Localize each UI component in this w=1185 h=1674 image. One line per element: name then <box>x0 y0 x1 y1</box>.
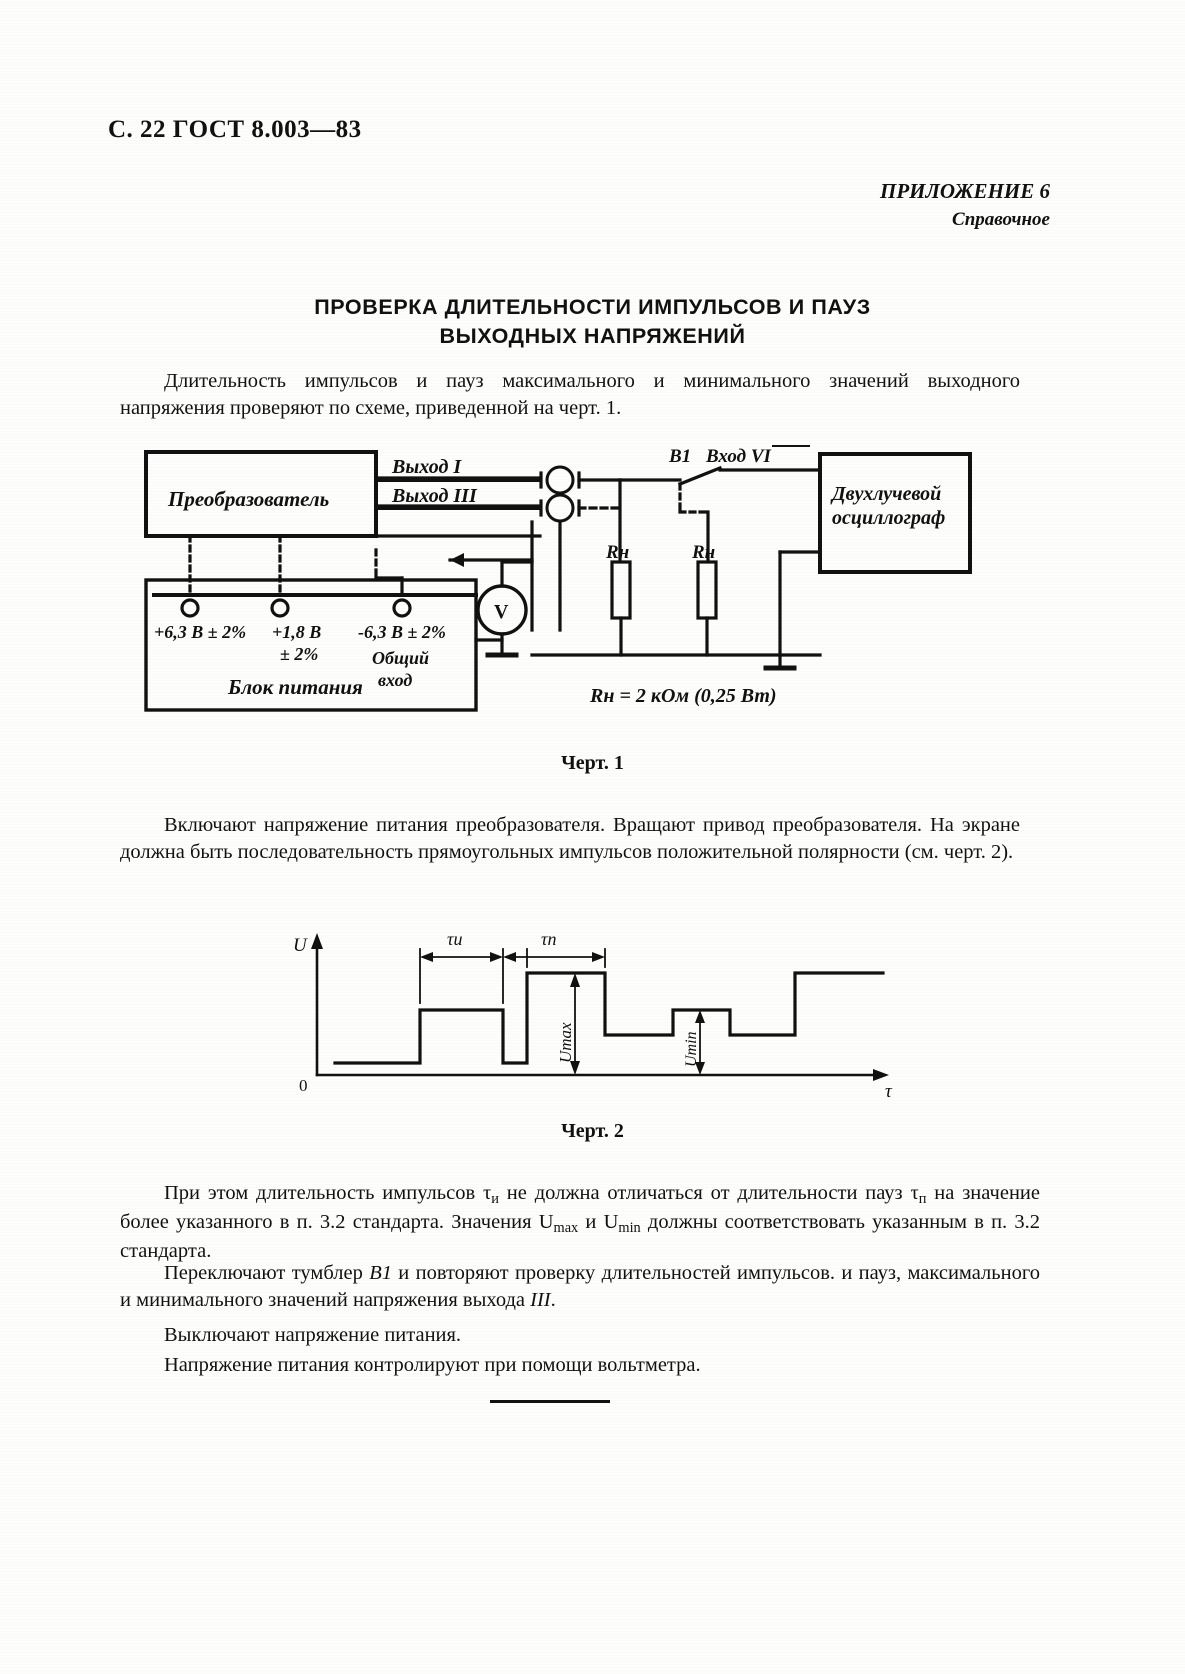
p3-c: на значение более указанного в п. 3.2 ст… <box>120 1182 1040 1234</box>
paragraph-6-text: Напряжение питания контролируют при помо… <box>164 1354 701 1376</box>
fig1-supply-label: Блок питания <box>227 675 363 699</box>
page-title-line-2: ВЫХОДНЫХ НАПРЯЖЕНИЙ <box>439 324 746 349</box>
fig1-common-a: Общий <box>372 648 429 668</box>
paragraph-intro: Длительность импульсов и пауз максимальн… <box>120 368 1020 423</box>
page-title-line-1: ПРОВЕРКА ДЛИТЕЛЬНОСТИ ИМПУЛЬСОВ И ПАУЗ <box>314 295 871 319</box>
paragraph-intro-text: Длительность импульсов и пауз максимальн… <box>120 370 1020 420</box>
fig1-osc-line2: осциллограф <box>832 507 945 529</box>
p3-c-sub: max <box>553 1220 579 1237</box>
fig1-out3-label: Выход III <box>391 485 478 507</box>
fig1-terminal-1: +6,3 В ± 2% <box>154 622 246 642</box>
annex-kind: Справочное <box>952 209 1050 231</box>
p3-b: не должна отличаться от длительности пау… <box>498 1182 919 1204</box>
fig1-res1-label: Rн <box>605 542 629 563</box>
figure-1-schematic: Преобразователь Выход I Выход III В1 Вхо… <box>120 440 980 740</box>
p3-a: При этом длительность импульсов τ <box>164 1182 492 1204</box>
fig1-terminal-2a: +1,8 В <box>272 622 321 642</box>
paragraph-6: Напряжение питания контролируют при помо… <box>120 1352 1040 1379</box>
fig1-res2-label: Rн <box>691 542 715 563</box>
paragraph-5: Выключают напряжение питания. <box>120 1322 1040 1349</box>
fig2-origin-label: 0 <box>299 1076 308 1095</box>
paragraph-2: Включают напряжение питания преобразоват… <box>120 812 1020 867</box>
figure-1-caption: Черт. 1 <box>561 752 624 774</box>
paragraph-5-text: Выключают напряжение питания. <box>164 1324 462 1346</box>
fig1-osc-input-label: Вход VI <box>705 446 772 467</box>
fig2-umax-label: Umax <box>556 1022 575 1063</box>
fig1-voltmeter-label: V <box>494 601 509 623</box>
p4-b: и повторяют проверку длительностей импул… <box>120 1262 1040 1312</box>
fig1-formula-label: Rн = 2 кОм (0,25 Вт) <box>589 685 777 707</box>
figure-2-waveform: U τ 0 τи τп Umax Umin <box>275 915 915 1105</box>
p4-c: . <box>550 1289 556 1312</box>
fig1-switch-label: В1 <box>668 446 691 467</box>
page-header: С. 22 ГОСТ 8.003—83 <box>108 116 362 143</box>
p3-d: и U <box>578 1211 619 1234</box>
annex-label: ПРИЛОЖЕНИЕ 6 <box>880 179 1050 203</box>
p3-d-sub: min <box>618 1220 641 1237</box>
fig2-tau-i-label: τи <box>447 929 462 949</box>
paragraph-3: При этом длительность импульсов τи не до… <box>120 1180 1040 1265</box>
fig2-axis-x-label: τ <box>885 1081 893 1102</box>
fig1-osc-line1: Двухлучевой <box>830 483 941 505</box>
p4-output-name: III <box>530 1289 551 1312</box>
fig1-terminal-2b: ± 2% <box>280 644 318 664</box>
p3-a-sub: и <box>491 1191 499 1208</box>
p3-e: должны соответствовать указанным в п. 3.… <box>120 1211 1040 1263</box>
p4-a: Переключают тумблер <box>164 1262 370 1284</box>
paragraph-4: Переключают тумблер В1 и повторяют прове… <box>120 1260 1040 1315</box>
p4-switch-name: В1 <box>369 1262 392 1284</box>
fig2-umin-label: Umin <box>683 1031 700 1067</box>
figure-2-caption: Черт. 2 <box>561 1120 624 1142</box>
page-title: ПРОВЕРКА ДЛИТЕЛЬНОСТИ ИМПУЛЬСОВ И ПАУЗ В… <box>0 293 1185 351</box>
bottom-rule <box>490 1400 610 1403</box>
p3-b-sub: п <box>918 1191 927 1208</box>
paragraph-2-text: Включают напряжение питания преобразоват… <box>120 814 1020 864</box>
fig1-common-b: вход <box>378 670 412 690</box>
fig1-converter-label: Преобразователь <box>167 487 329 511</box>
fig2-tau-p-label: τп <box>541 929 556 949</box>
fig2-axis-y-label: U <box>293 935 308 956</box>
annex-block: ПРИЛОЖЕНИЕ 6 Справочное <box>880 176 1050 234</box>
fig1-out1-label: Выход I <box>391 456 462 478</box>
fig1-terminal-3: -6,3 В ± 2% <box>358 622 446 642</box>
